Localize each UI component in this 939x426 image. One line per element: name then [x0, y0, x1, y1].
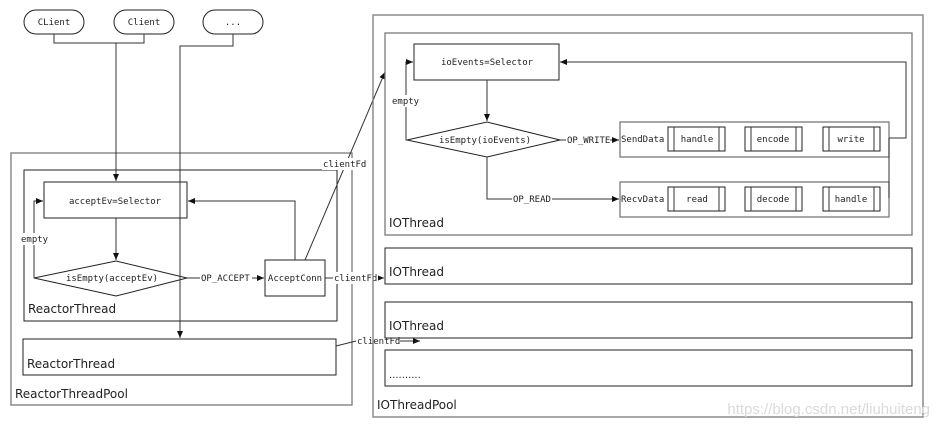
io-thread-more-label: .......... [389, 370, 421, 381]
send-data-box: SendData handle encode write [619, 121, 890, 158]
client-label: ... [225, 18, 241, 28]
send-step: handle [667, 126, 726, 152]
op-write-label: OP_WRITE [567, 136, 610, 146]
svg-text:encode: encode [757, 135, 790, 145]
io-decision-label: isEmpty(ioEvents) [439, 136, 531, 146]
io-selector-label: ioEvents=Selector [441, 58, 534, 68]
clientfd-label-1: clientFd [323, 160, 366, 170]
client-node: CLient [23, 9, 85, 35]
client-join-edge [53, 34, 145, 44]
send-step: encode [744, 126, 803, 152]
io-thread-title: IOThread [389, 319, 444, 333]
io-thread-pool [372, 14, 924, 418]
reactor-thread [22, 338, 337, 376]
svg-text:handle: handle [835, 195, 868, 205]
client-node: Client [113, 9, 175, 35]
io-thread [384, 301, 913, 339]
recv-step: handle [822, 186, 881, 212]
io-thread-title: IOThread [389, 265, 444, 279]
accept-selector-box [43, 181, 188, 219]
clientfd-label-2: clientFd [334, 274, 377, 284]
op-read-edge [486, 157, 619, 202]
client-label: Client [128, 18, 161, 28]
recv-step: read [667, 186, 726, 212]
op-read-label: OP_READ [513, 195, 551, 205]
client-label: CLient [38, 18, 71, 28]
io-thread-more [384, 349, 913, 387]
reactor-pool-title: ReactorThreadPool [15, 387, 128, 401]
send-feedback-edge [560, 59, 907, 139]
recv-data-box: RecvData read decode handle [619, 181, 890, 218]
io-pool-title: IOThreadPool [377, 398, 457, 412]
clientfd-label-3: clientFd [357, 337, 400, 347]
empty-loop-edge [33, 198, 43, 278]
accept-conn-label: AcceptConn [268, 274, 322, 284]
op-accept-label: OP_ACCEPT [201, 274, 250, 284]
send-data-label: SendData [621, 135, 664, 145]
reactor-thread-title: ReactorThread [28, 302, 116, 316]
accept-back-edge [188, 198, 296, 260]
io-empty-label: empty [392, 97, 420, 107]
svg-text:read: read [686, 195, 708, 205]
reactor-thread-title: ReactorThread [27, 357, 115, 371]
accept-selector-label: acceptEv=Selector [69, 197, 162, 207]
client-to-reactor2-edge [177, 34, 234, 338]
svg-text:decode: decode [757, 195, 790, 205]
svg-text:write: write [837, 135, 864, 145]
empty-label: empty [21, 235, 49, 245]
recv-step: decode [744, 186, 803, 212]
watermark: https://blog.csdn.net/liuhuiteng [727, 401, 930, 418]
accept-conn-box [264, 259, 326, 297]
client-node: ... [202, 9, 264, 35]
send-step: write [822, 126, 881, 152]
io-thread-title: IOThread [389, 216, 444, 230]
svg-text:handle: handle [681, 135, 714, 145]
io-thread [384, 247, 913, 285]
recv-data-label: RecvData [621, 195, 664, 205]
io-thread [384, 32, 913, 236]
accept-decision-label: isEmpty(acceptEv) [66, 274, 158, 284]
